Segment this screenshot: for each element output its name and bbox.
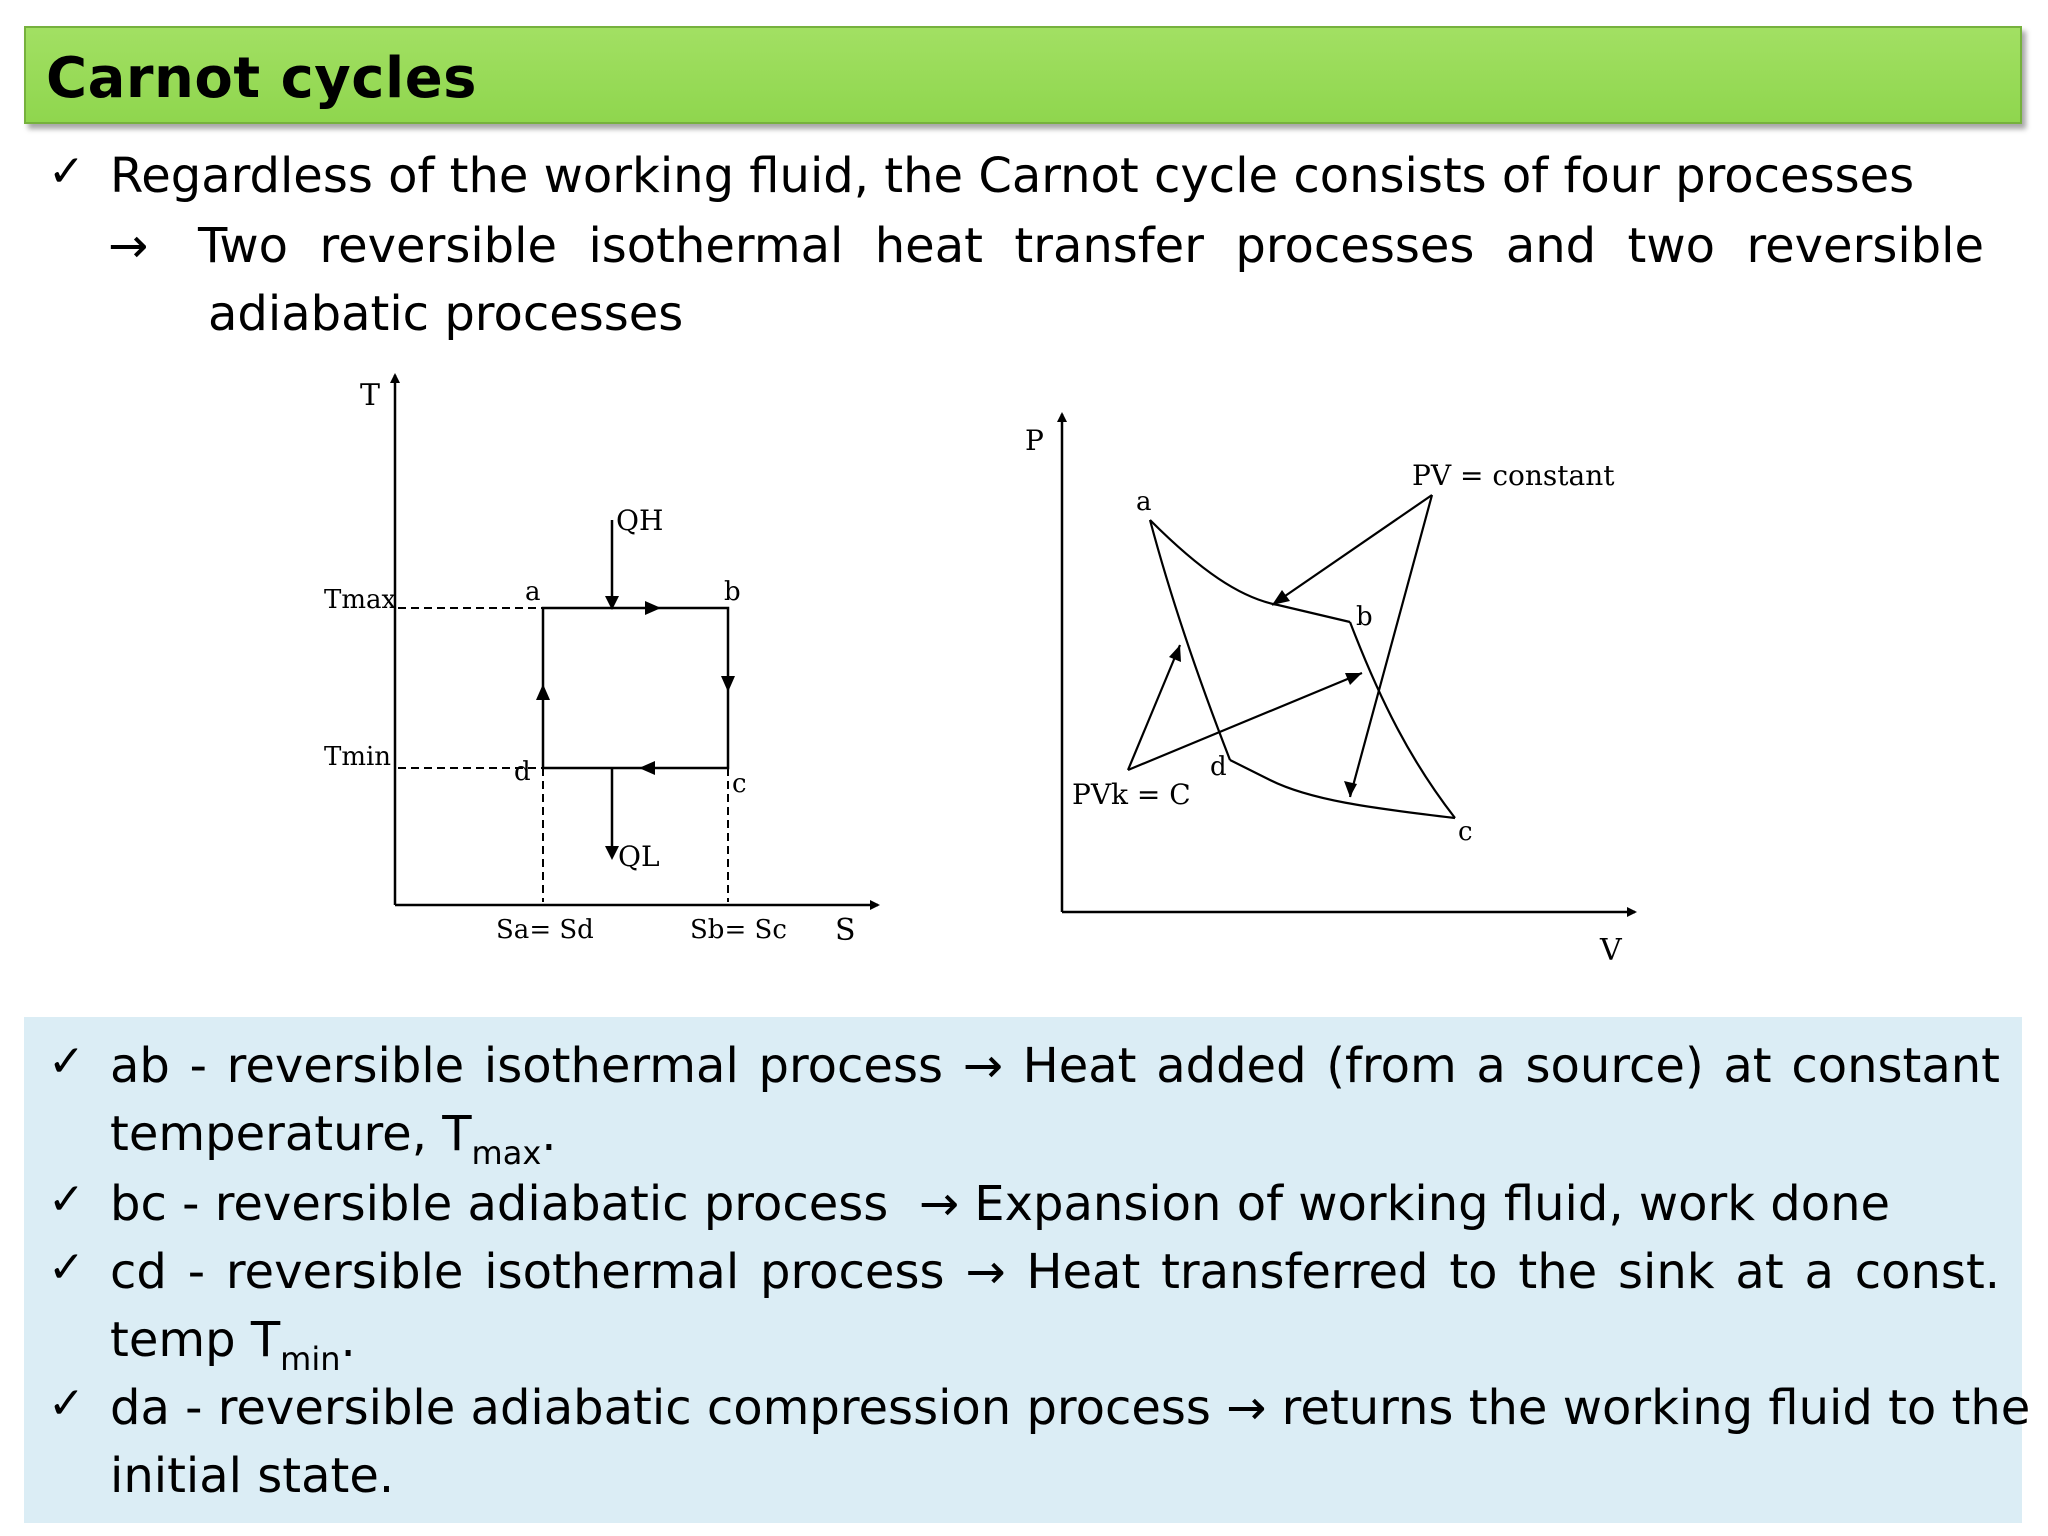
cd-result: Heat transferred to the sink at a const. <box>1026 1244 2001 1300</box>
ab-result: Heat added (from a source) at constant <box>1022 1038 2000 1094</box>
check-icon: ✓ <box>48 1036 85 1087</box>
pv-diagram: P V PV = constant PVk = C a b c d <box>1025 412 1637 968</box>
ab-line-2: temperature, Tmax. <box>110 1106 557 1172</box>
ts-point-b: b <box>724 577 741 607</box>
s-ad-label: Sa= Sd <box>496 915 594 945</box>
da-line-1: da - reversible adiabatic compression pr… <box>110 1378 2030 1438</box>
pv-v-label: V <box>1599 933 1623 968</box>
ab-temperature: temperature, T <box>110 1106 472 1162</box>
pv-constant-label: PV = constant <box>1412 459 1615 492</box>
cd-process: cd - reversible isothermal process <box>110 1244 945 1300</box>
cd-line-1: cd - reversible isothermal process → Hea… <box>110 1242 2000 1302</box>
qh-label: QH <box>616 504 663 537</box>
tmin-subscript: min <box>280 1340 341 1378</box>
tmin-label: Tmin <box>324 742 391 772</box>
check-icon: ✓ <box>48 1174 85 1225</box>
intro-line-3: adiabatic processes <box>208 286 684 342</box>
cd-line-2: temp Tmin. <box>110 1312 356 1378</box>
arrow-icon: → <box>1226 1380 1267 1436</box>
check-icon: ✓ <box>48 146 85 197</box>
check-icon: ✓ <box>48 1242 85 1293</box>
bc-result: Expansion of working fluid, work done <box>974 1176 1891 1232</box>
arrow-icon: → <box>965 1244 1006 1300</box>
cd-temperature: temp T <box>110 1312 281 1368</box>
pv-point-d: d <box>1210 752 1227 782</box>
pvk-label: PVk = C <box>1072 778 1191 811</box>
da-process: da - reversible adiabatic compression pr… <box>110 1380 1211 1436</box>
arrow-icon: → <box>108 218 149 274</box>
pv-isotherm-cd <box>1229 759 1456 820</box>
summary-box <box>24 1017 2022 1523</box>
slide-title: Carnot cycles <box>46 46 478 111</box>
pv-adiabat-bc <box>1348 621 1456 819</box>
bc-process: bc - reversible adiabatic process <box>110 1176 889 1232</box>
intro-line-2: Two reversible isothermal heat transfer … <box>198 218 1984 274</box>
title-bar: Carnot cycles <box>24 26 2022 124</box>
ab-line-1: ab - reversible isothermal process → Hea… <box>110 1036 2000 1096</box>
da-result: returns the working fluid to the <box>1281 1380 2031 1436</box>
bc-line: bc - reversible adiabatic process → Expa… <box>110 1174 1890 1234</box>
tmax-label: Tmax <box>324 585 396 615</box>
arrow-icon: → <box>918 1176 960 1232</box>
arrow-icon: → <box>962 1038 1003 1094</box>
da-line-2: initial state. <box>110 1448 395 1504</box>
pv-point-b: b <box>1356 602 1373 632</box>
pv-adiabat-da <box>1148 519 1232 761</box>
ts-point-a: a <box>525 577 541 607</box>
check-icon: ✓ <box>48 1378 85 1429</box>
ts-t-label: T <box>360 378 380 413</box>
ts-cycle <box>541 606 730 770</box>
ts-point-c: c <box>732 769 747 799</box>
pv-point-a: a <box>1136 487 1152 517</box>
ts-diagram: T S Tmax Tmin a b c d QH QL Sa= Sd Sb= S… <box>324 373 880 948</box>
ts-point-d: d <box>514 757 531 787</box>
intro-line-1: Regardless of the working fluid, the Car… <box>110 148 1915 204</box>
ts-s-label: S <box>835 913 856 948</box>
tmax-subscript: max <box>471 1134 542 1172</box>
pv-p-label: P <box>1025 424 1044 457</box>
s-bc-label: Sb= Sc <box>690 915 787 945</box>
ql-label: QL <box>618 840 660 873</box>
ab-process: ab - reversible isothermal process <box>110 1038 943 1094</box>
pv-point-c: c <box>1458 817 1473 847</box>
